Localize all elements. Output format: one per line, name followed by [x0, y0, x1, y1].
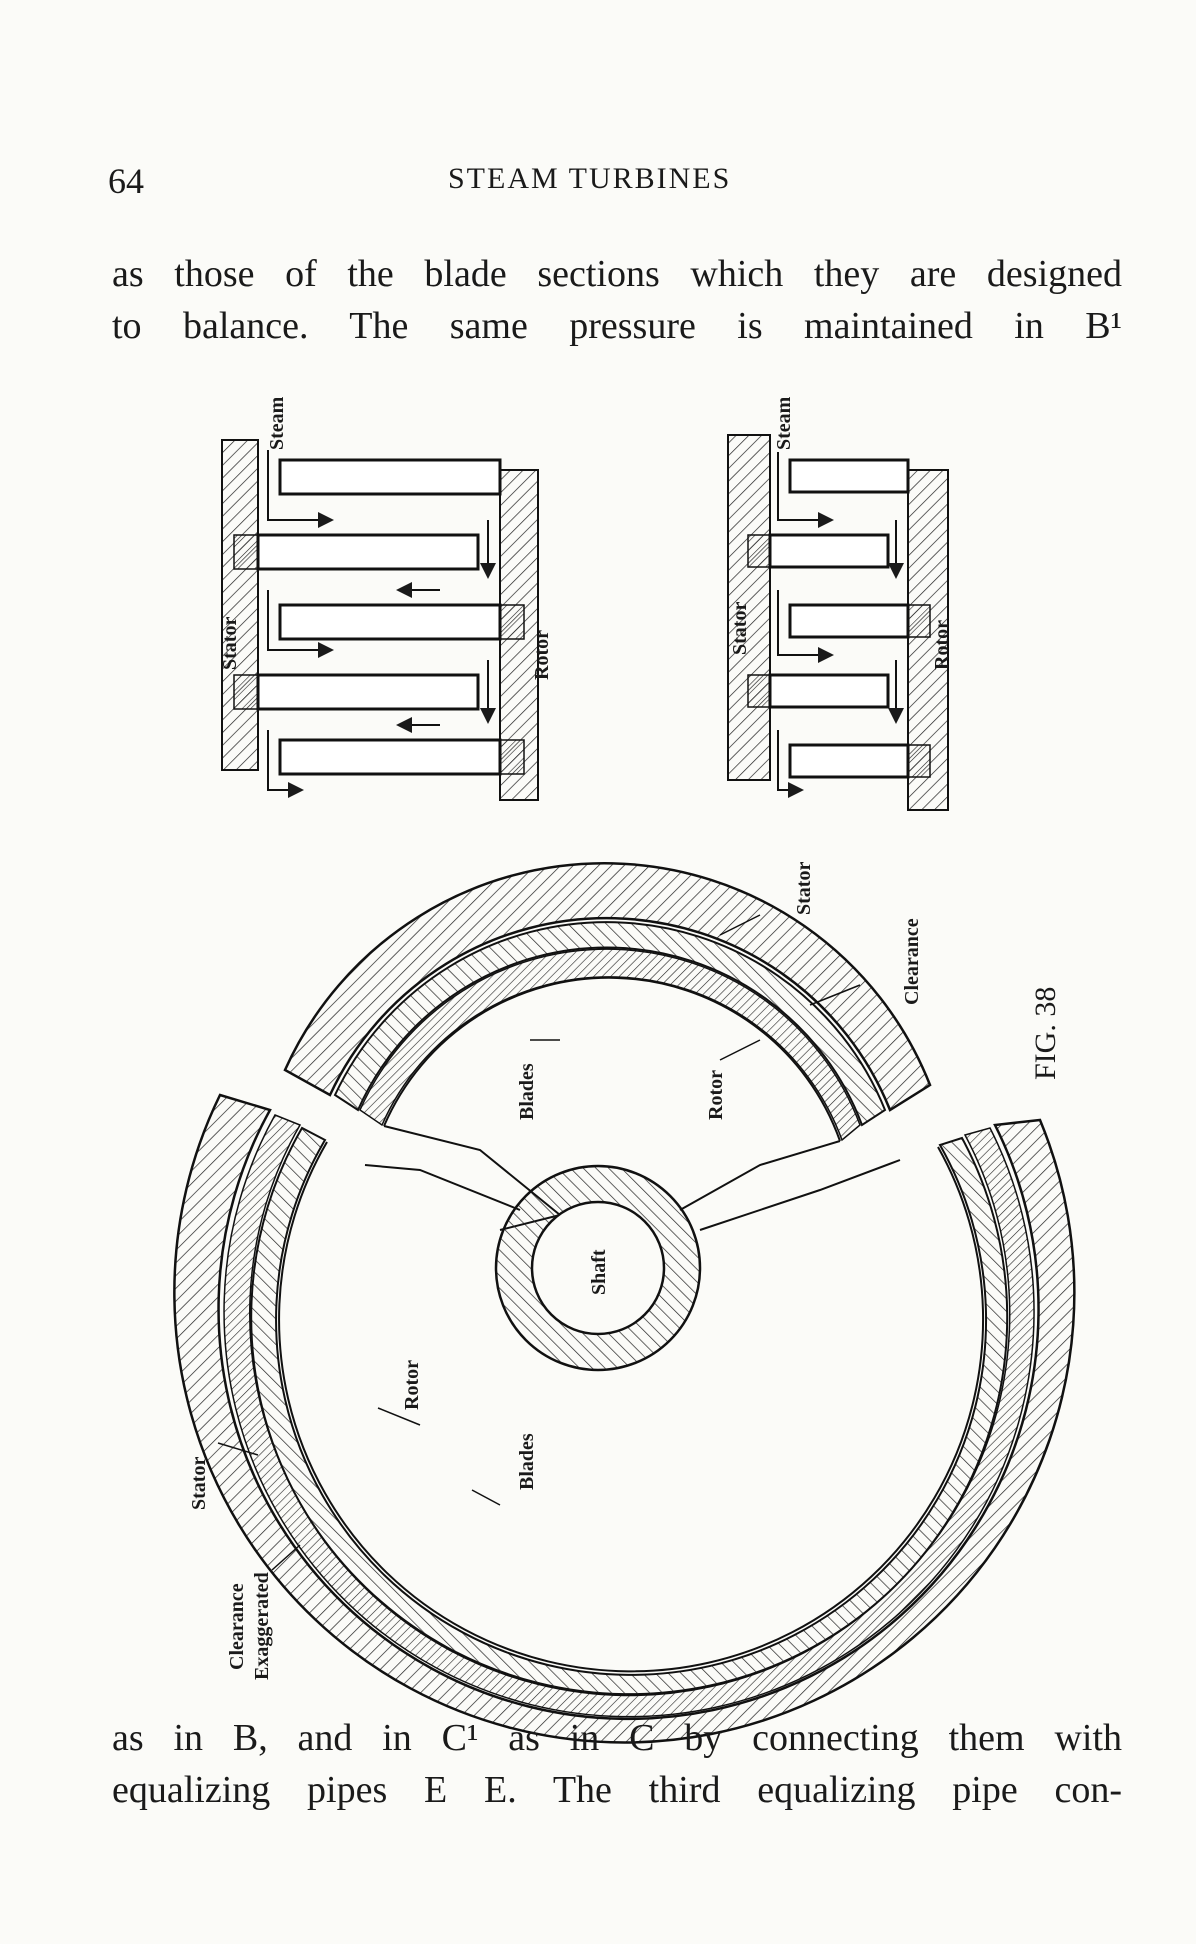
left-steam-label: Steam [266, 396, 288, 450]
figure-caption: FIG. 38 [1029, 987, 1062, 1080]
right-blade-detail: Steam Stator Rotor [727, 396, 953, 811]
page-header: 64 STEAM TURBINES [108, 160, 1108, 210]
lower-rotor-label: Rotor [401, 1360, 423, 1410]
right-stator-label: Stator [729, 602, 751, 655]
lower-stator-label: Stator [188, 1457, 210, 1510]
paragraph-top: as those of the blade sections which the… [112, 248, 1122, 352]
stator-wall [221, 439, 259, 771]
upper-blades-label: Blades [516, 1063, 538, 1120]
lower-ring-labels: Rotor Blades Stator Clearance Exaggerate… [188, 1360, 538, 1680]
shaft: Shaft [494, 1164, 702, 1372]
running-title: STEAM TURBINES [448, 162, 732, 195]
lower-clearance-label: Clearance [226, 1583, 248, 1670]
paragraph-bottom: as in B, and in C¹ as in C by connecting… [112, 1712, 1122, 1816]
stator-wall [727, 434, 771, 781]
upper-stator-label: Stator [793, 862, 815, 915]
right-rotor-label: Rotor [931, 620, 953, 670]
text-line: as in B, and in C¹ as in C by connecting… [112, 1717, 1122, 1759]
lower-exaggerated-label: Exaggerated [251, 1572, 273, 1680]
text-line: equalizing pipes E E. The third equalizi… [112, 1769, 1122, 1811]
left-stator-label: Stator [219, 617, 241, 670]
left-blade-detail: Steam Stator Rotor [219, 396, 553, 801]
left-rotor-label: Rotor [531, 630, 553, 680]
upper-rotor-label: Rotor [705, 1070, 727, 1120]
upper-clearance-label: Clearance [901, 918, 923, 1005]
lower-blades-label: Blades [516, 1433, 538, 1490]
text-line: as those of the blade sections which the… [112, 253, 1122, 295]
upper-ring-segment: Stator Clearance Rotor Blades [283, 862, 932, 1231]
shaft-label: Shaft [588, 1249, 610, 1295]
right-steam-label: Steam [773, 396, 795, 450]
page-number: 64 [108, 161, 144, 201]
text-line: to balance. The same pressure is maintai… [112, 305, 1122, 347]
lower-ring [173, 1093, 1076, 1744]
